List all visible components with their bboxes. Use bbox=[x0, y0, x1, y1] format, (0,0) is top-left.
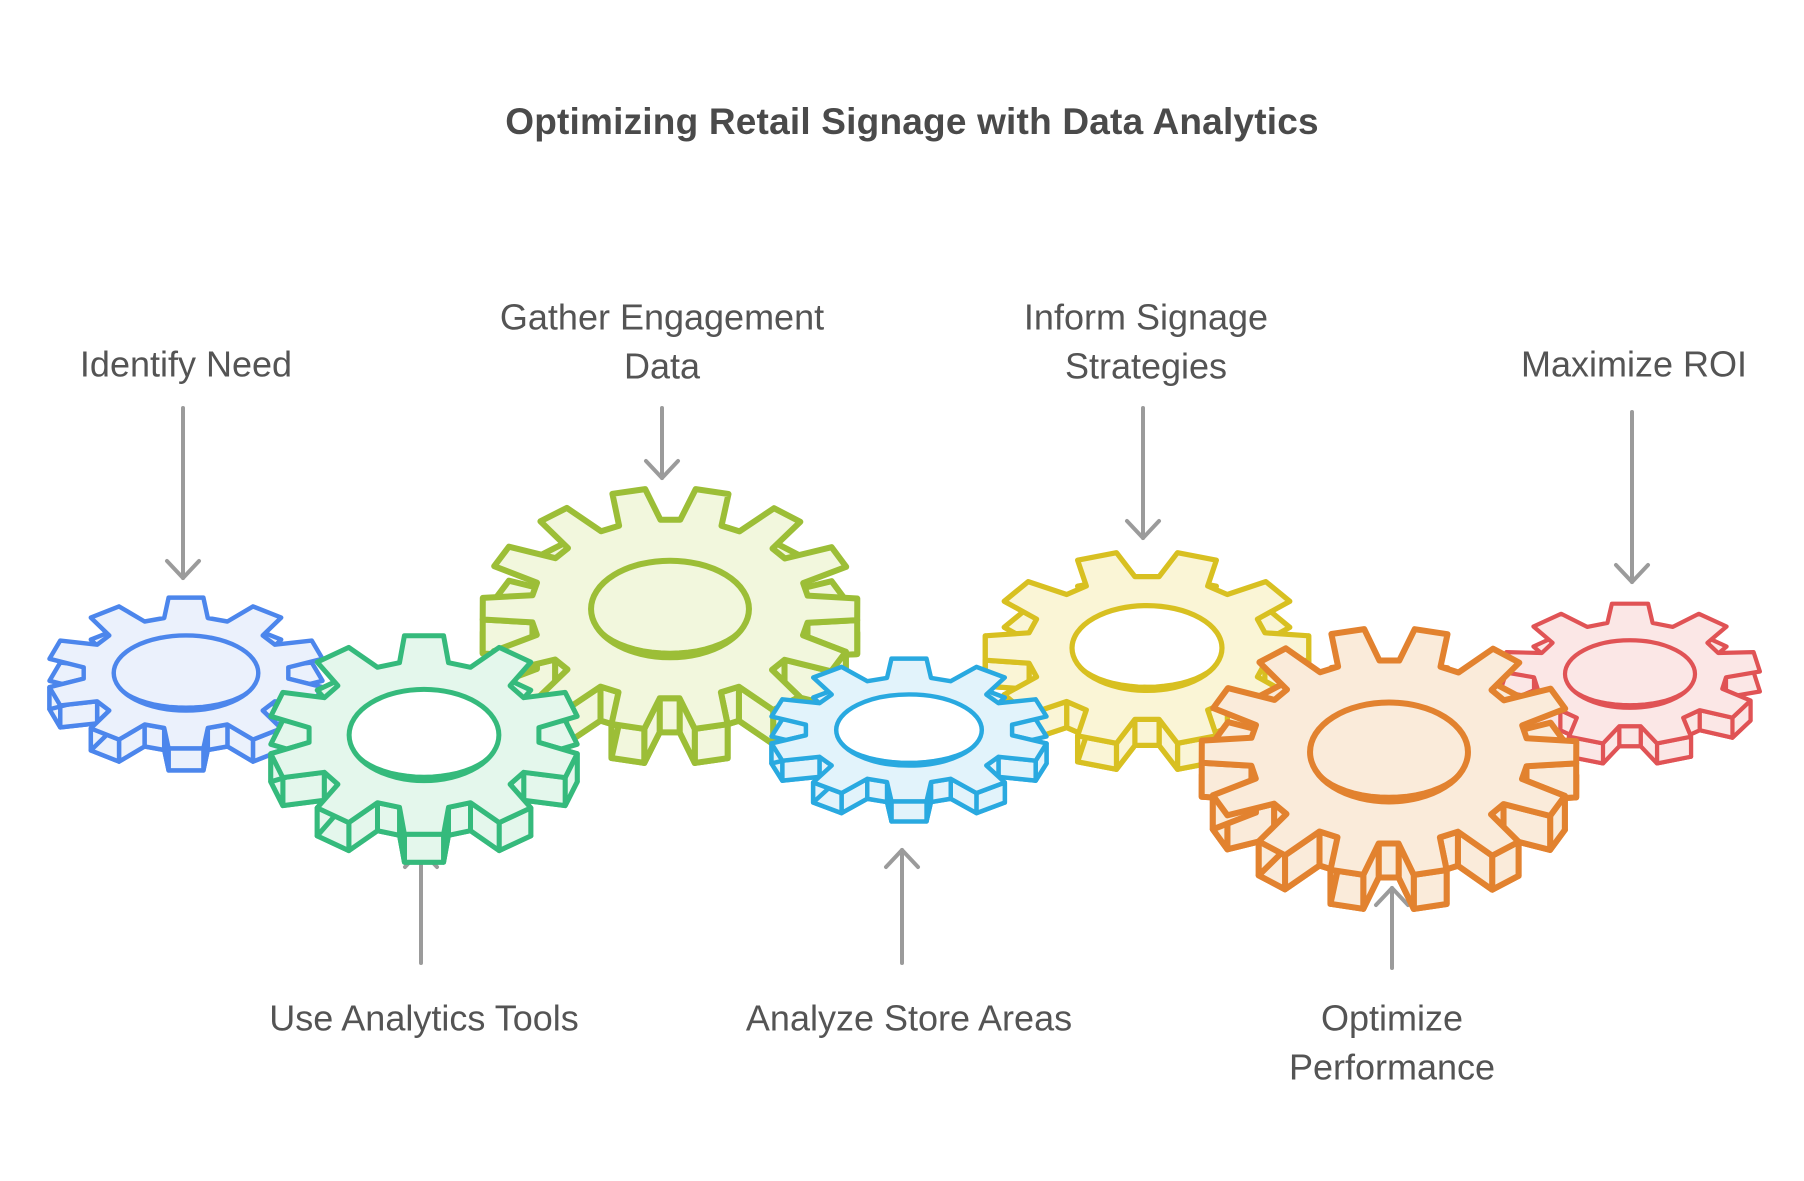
arrow-gather-engagement-data bbox=[644, 406, 680, 480]
arrow-inform-signage-strategies bbox=[1125, 406, 1161, 540]
arrow-maximize-roi bbox=[1614, 410, 1650, 584]
label-analyze-store-areas: Analyze Store Areas bbox=[745, 997, 1073, 1039]
label-use-analytics-tools: Use Analytics Tools bbox=[269, 997, 579, 1039]
label-inform-signage-strategies: Inform Signage Strategies bbox=[1023, 296, 1269, 386]
arrow-use-analytics-tools bbox=[403, 848, 439, 965]
gear-use-analytics-tools bbox=[268, 633, 580, 865]
label-optimize-performance: Optimize Performance bbox=[1288, 997, 1496, 1087]
gear-maximize-roi bbox=[1498, 601, 1762, 766]
label-identify-need: Identify Need bbox=[79, 343, 293, 385]
diagram-title: Optimizing Retail Signage with Data Anal… bbox=[505, 101, 1319, 142]
label-gather-engagement-data: Gather Engagement Data bbox=[499, 296, 825, 386]
arrow-analyze-store-areas bbox=[884, 848, 920, 965]
gear-analyze-store-areas bbox=[769, 656, 1049, 824]
gear-optimize-performance bbox=[1198, 626, 1580, 912]
label-maximize-roi: Maximize ROI bbox=[1520, 343, 1748, 385]
arrow-identify-need bbox=[165, 406, 201, 580]
arrow-optimize-performance bbox=[1374, 886, 1410, 970]
